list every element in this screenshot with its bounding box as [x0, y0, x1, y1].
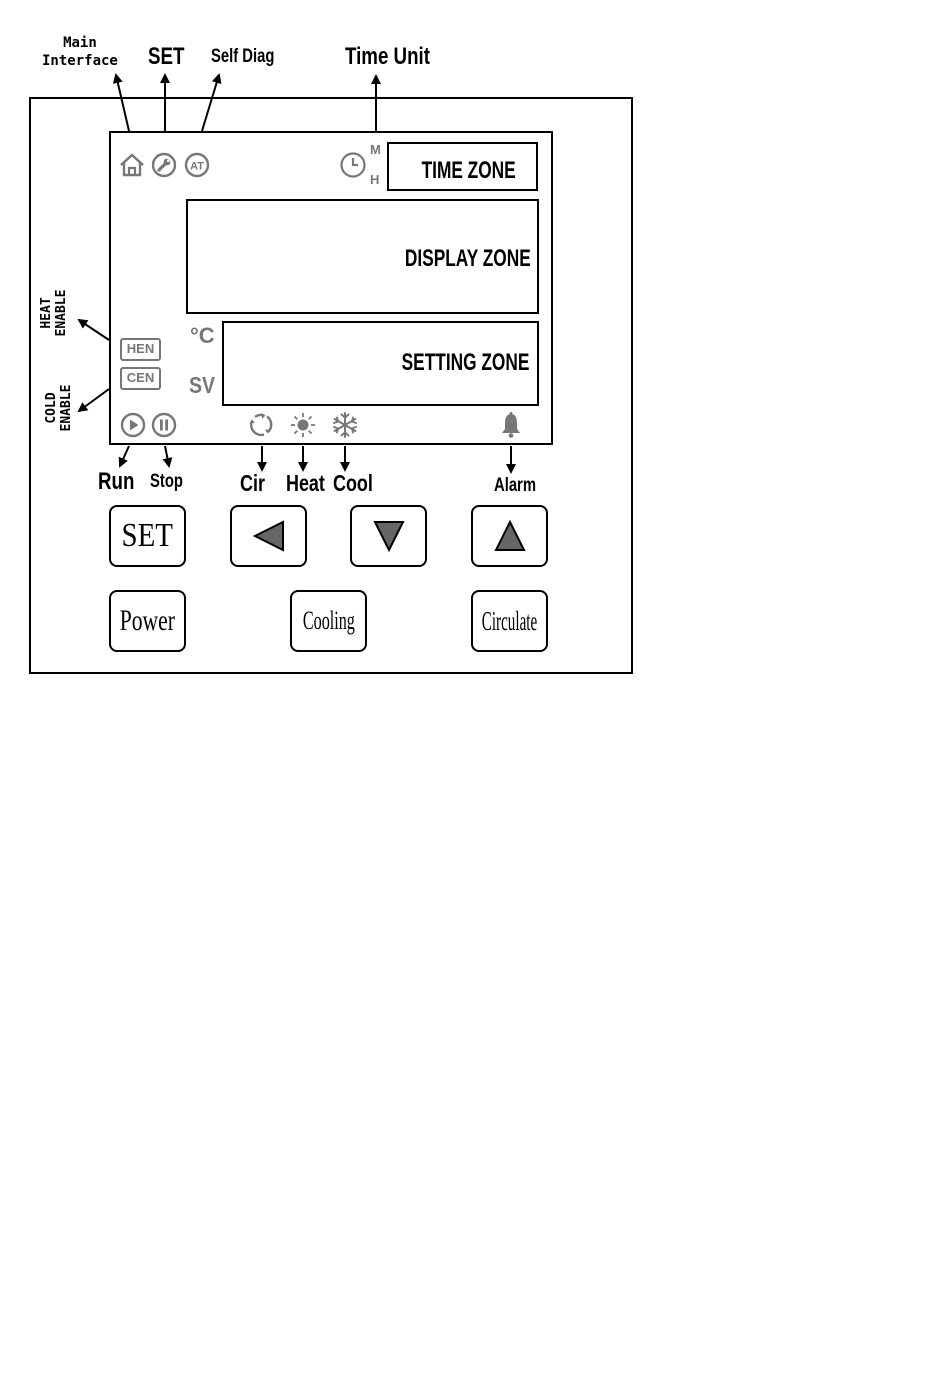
down-triangle-icon: [372, 519, 406, 553]
circulate-key[interactable]: Circulate: [471, 590, 548, 652]
setting-zone-label: SETTING ZONE: [401, 349, 529, 377]
heat-callout: Heat: [286, 472, 325, 495]
time-unit-m: M: [370, 142, 381, 157]
down-arrow-key[interactable]: [350, 505, 427, 567]
left-triangle-icon: [252, 519, 286, 553]
cool-snowflake-icon: [331, 411, 359, 439]
cooling-key[interactable]: Cooling: [290, 590, 367, 652]
main-interface-callout: Main Interface: [42, 34, 118, 70]
celsius-unit: °C: [190, 323, 215, 349]
cooling-key-label: Cooling: [303, 606, 355, 636]
time-unit-h: H: [370, 172, 379, 187]
self-diagnosis-icon: AT: [184, 152, 210, 178]
set-key[interactable]: SET: [109, 505, 186, 567]
time-zone: TIME ZONE: [387, 142, 538, 191]
heat-sun-icon: [289, 411, 317, 439]
time-unit-callout: Time Unit: [345, 45, 430, 69]
power-key-label: Power: [120, 604, 175, 638]
cen-indicator: CEN: [120, 367, 161, 390]
stop-pause-icon: [151, 412, 177, 438]
display-zone: DISPLAY ZONE: [186, 199, 539, 314]
alarm-callout: Alarm: [494, 476, 536, 495]
display-zone-label: DISPLAY ZONE: [405, 245, 531, 273]
circulate-key-label: Circulate: [482, 606, 537, 637]
up-arrow-key[interactable]: [471, 505, 548, 567]
sv-label: SV: [189, 372, 215, 399]
time-zone-label: TIME ZONE: [422, 157, 516, 185]
stop-callout: Stop: [150, 472, 183, 491]
hen-indicator: HEN: [120, 338, 161, 361]
circulation-icon: [247, 411, 275, 439]
self-diag-callout: Self Diag: [211, 47, 274, 66]
wrench-icon: [151, 152, 177, 178]
run-icon: [120, 412, 146, 438]
run-callout: Run: [98, 470, 134, 494]
power-key[interactable]: Power: [109, 590, 186, 652]
alarm-bell-icon: [498, 411, 524, 439]
set-callout: SET: [148, 45, 184, 69]
home-icon: [119, 152, 145, 178]
cool-callout: Cool: [333, 472, 373, 495]
clock-icon: [339, 151, 367, 179]
left-arrow-key[interactable]: [230, 505, 307, 567]
cir-callout: Cir: [240, 472, 265, 495]
set-key-label: SET: [122, 517, 173, 555]
up-triangle-icon: [493, 519, 527, 553]
svg-text:AT: AT: [190, 161, 204, 173]
setting-zone: SETTING ZONE: [222, 321, 539, 406]
